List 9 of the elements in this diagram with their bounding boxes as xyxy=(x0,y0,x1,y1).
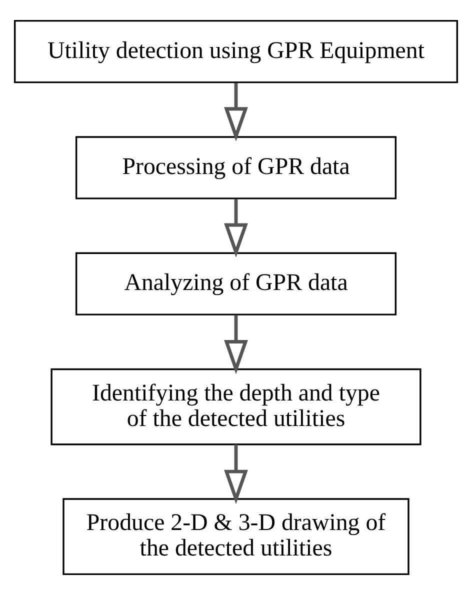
node-box: Produce 2-D & 3-D drawing of the detected utilities xyxy=(62,498,410,575)
node-box: Analyzing of GPR data xyxy=(75,252,397,315)
arrow xyxy=(224,82,248,141)
arrow xyxy=(224,444,248,504)
arrow xyxy=(224,314,248,374)
node-box: Identifying the depth and type of the detected utilities xyxy=(50,368,422,445)
node-box: Utility detection using GPR Equipment xyxy=(14,19,458,83)
node-box: Processing of GPR data xyxy=(75,136,397,199)
arrow xyxy=(224,198,248,257)
